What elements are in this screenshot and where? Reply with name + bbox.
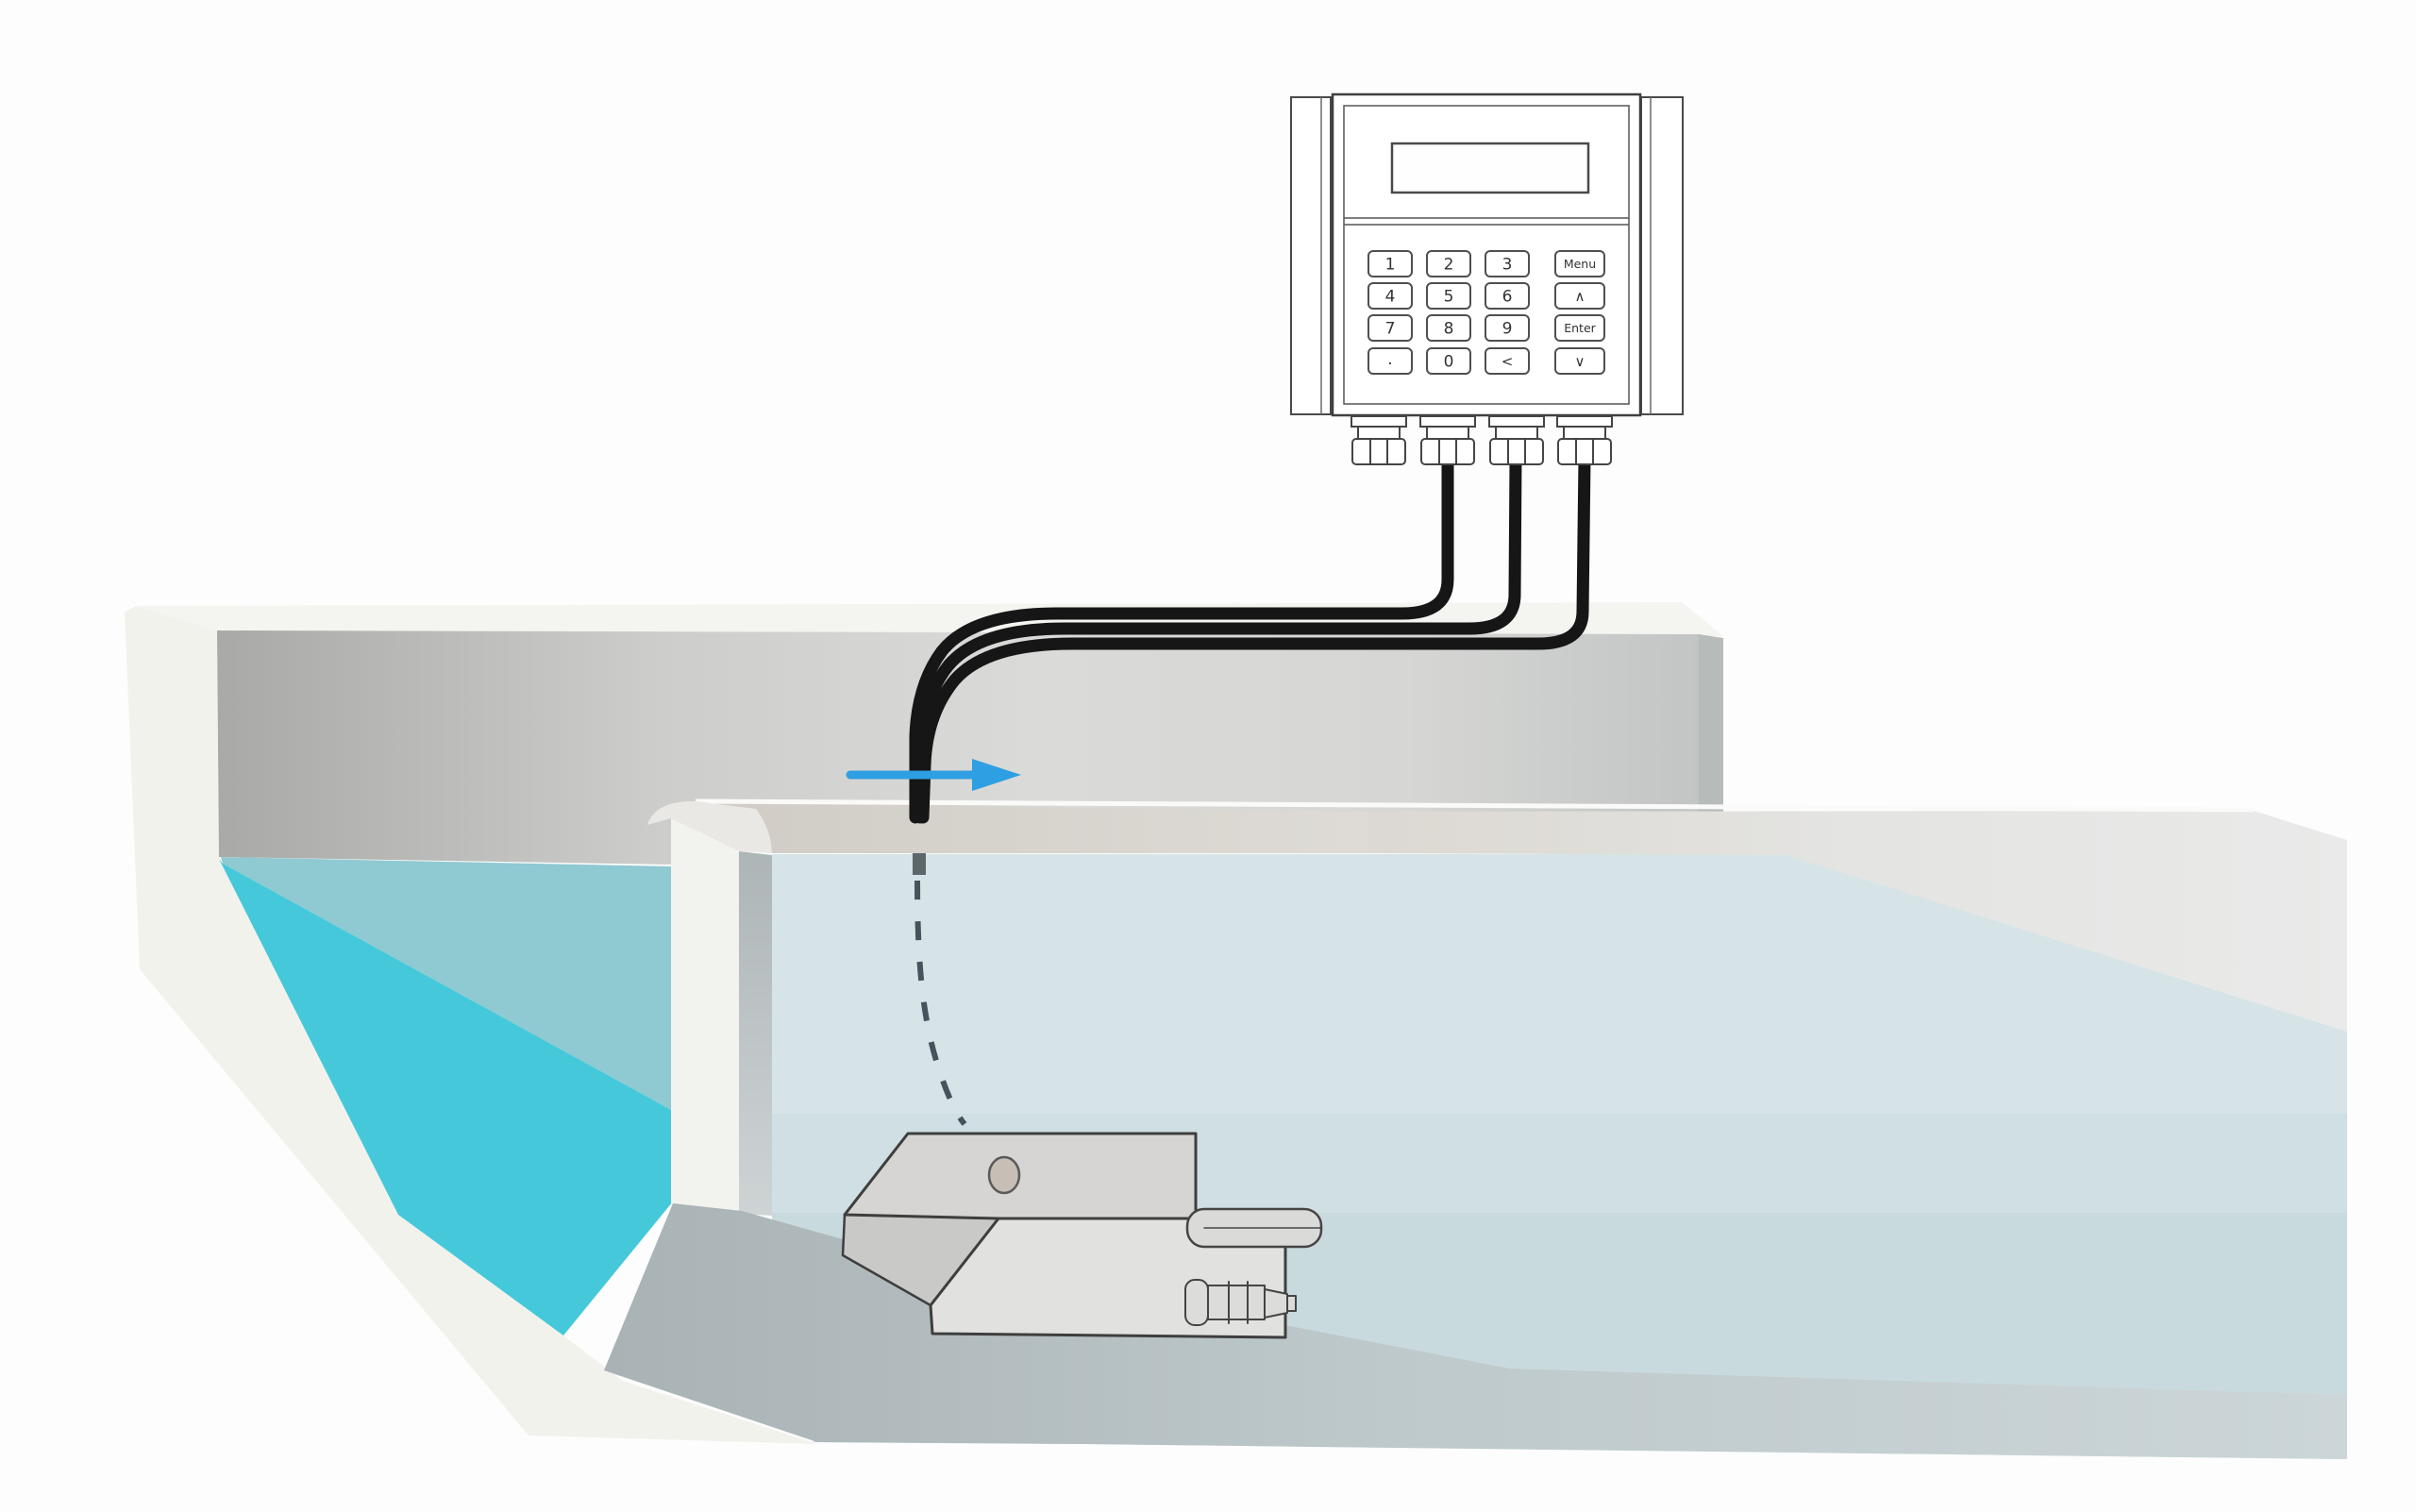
flow-direction-arrow (846, 759, 1021, 791)
transducer-body (1207, 1285, 1266, 1320)
converter-lcd-display (1390, 142, 1590, 194)
converter-front-panel (1343, 105, 1630, 405)
water-face-upper (772, 854, 2347, 1114)
cable-2 (909, 452, 1454, 824)
key-menu-label: Menu (1564, 257, 1596, 271)
key-up-label: ∧ (1575, 288, 1586, 305)
key-7: 7 (1367, 314, 1413, 342)
sensor-transducer (1184, 1279, 1297, 1326)
sensor-mounting-hole (987, 1155, 1021, 1195)
key-2-label: 2 (1444, 256, 1454, 275)
key-1: 1 (1367, 250, 1413, 277)
front-wall-cut-cap (647, 800, 772, 853)
cable-wall-stub (913, 853, 926, 875)
flow-converter-device: 1 2 3 Menu 4 5 6 ∧ 7 8 9 Enter . 0 < ∨ (1290, 92, 1684, 465)
front-wall-top-edge-highlight (695, 798, 2255, 813)
key-0-label: 0 (1444, 353, 1454, 372)
key-down: ∨ (1554, 347, 1605, 375)
water-surface-bright (219, 859, 673, 1336)
cable-gland-2 (1419, 415, 1476, 465)
front-wall-cut-side (739, 851, 772, 1216)
key-8: 8 (1426, 314, 1471, 342)
key-2: 2 (1426, 250, 1471, 277)
key-back-label: < (1502, 353, 1514, 370)
key-5: 5 (1426, 282, 1471, 310)
panel-divider-lines (1344, 217, 1629, 226)
front-wall-top-face (1368, 811, 2347, 1032)
cable-3 (914, 452, 1522, 824)
sensor-cable-dashed (914, 880, 967, 1126)
key-3-label: 3 (1502, 256, 1513, 275)
transducer-flange-lines (1228, 1281, 1249, 1324)
converter-cables (909, 452, 1591, 824)
key-menu: Menu (1554, 250, 1605, 277)
key-up: ∧ (1554, 282, 1605, 310)
transducer-left-cap (1184, 1279, 1209, 1326)
back-wall-end-face (1699, 634, 1723, 817)
key-9: 9 (1485, 314, 1530, 342)
front-wall-top-band (696, 802, 1368, 853)
key-dot: . (1367, 347, 1413, 375)
flow-arrow-head (972, 759, 1021, 791)
key-back: < (1485, 347, 1530, 375)
transducer-tip (1286, 1295, 1297, 1312)
key-1-label: 1 (1385, 256, 1396, 275)
key-6: 6 (1485, 282, 1530, 310)
water-surface-shaded (221, 857, 673, 1111)
key-enter: Enter (1554, 314, 1605, 342)
key-9-label: 9 (1502, 320, 1513, 339)
front-wall-cut-face (671, 818, 739, 1214)
converter-left-flange (1290, 96, 1332, 415)
key-dot-label: . (1387, 350, 1392, 369)
cable-glands (1351, 415, 1613, 465)
cable-gland-3 (1488, 415, 1545, 465)
key-8-label: 8 (1444, 320, 1454, 339)
key-4-label: 4 (1385, 288, 1396, 307)
key-3: 3 (1485, 250, 1530, 277)
cable-4 (916, 452, 1591, 824)
transducer-nose (1264, 1288, 1288, 1319)
key-enter-label: Enter (1564, 321, 1596, 335)
key-5-label: 5 (1444, 288, 1454, 307)
key-0: 0 (1426, 347, 1471, 375)
cable-gland-4 (1556, 415, 1613, 465)
converter-keypad: 1 2 3 Menu 4 5 6 ∧ 7 8 9 Enter . 0 < ∨ (1367, 250, 1605, 375)
key-down-label: ∨ (1575, 353, 1586, 370)
channel-cut-face-white (125, 606, 817, 1444)
submerged-sensor (841, 1132, 1323, 1339)
key-4: 4 (1367, 282, 1413, 310)
cable-gland-1 (1351, 415, 1407, 465)
converter-right-flange (1640, 96, 1684, 415)
key-6-label: 6 (1502, 288, 1513, 307)
channel-floor-shadow (604, 1203, 2347, 1459)
key-7-label: 7 (1385, 320, 1396, 339)
